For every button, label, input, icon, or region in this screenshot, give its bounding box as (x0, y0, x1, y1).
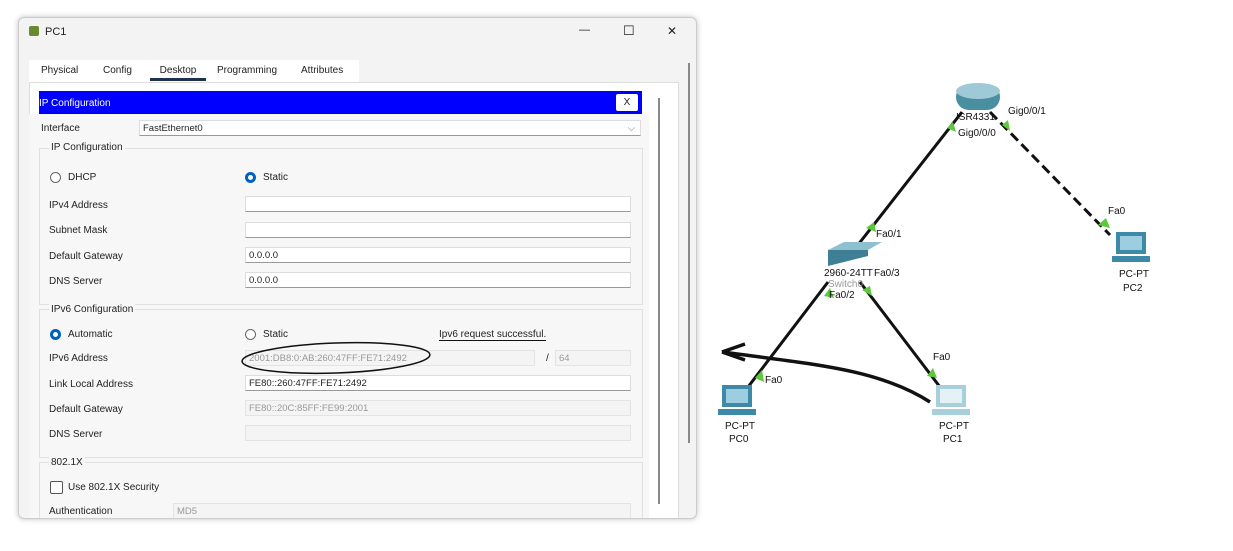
default-gateway-input[interactable]: 0.0.0.0 (245, 247, 631, 263)
link-router-pc2 (988, 110, 1112, 237)
router-icon (956, 83, 1000, 110)
window-title: PC1 (45, 26, 67, 38)
chevron-down-icon: ⌵ (627, 123, 635, 134)
hand-drawn-arrow (721, 342, 931, 404)
minimize-button[interactable]: — (579, 24, 590, 36)
pc1-icon (932, 385, 970, 415)
ipv6-status-text: Ipv6 request successful. (439, 329, 547, 341)
dot1x-group-label: 802.1X (49, 457, 85, 468)
ipv6-address-label: IPv6 Address (49, 353, 108, 364)
ipv6-group-label: IPv6 Configuration (49, 304, 136, 315)
pc0-port: Fa0 (765, 375, 783, 386)
tab-bar (29, 60, 359, 82)
link-local-label: Link Local Address (49, 379, 133, 390)
switch-port-fa01: Fa0/1 (876, 229, 902, 240)
close-button[interactable]: ✕ (667, 24, 678, 38)
authentication-label: Authentication (49, 506, 113, 517)
ip-config-title: IP Configuration (39, 98, 111, 109)
router-model: ISR4331 (956, 112, 995, 123)
pc1-type: PC-PT (939, 421, 969, 432)
use-8021x-checkbox[interactable] (50, 481, 63, 494)
link-switch-pc1 (858, 281, 942, 388)
subnet-mask-label: Subnet Mask (49, 225, 108, 236)
switch-port-fa03: Fa0/3 (874, 268, 900, 279)
pc0-type: PC-PT (725, 421, 755, 432)
app-icon (29, 26, 39, 36)
subnet-mask-input[interactable] (245, 222, 631, 238)
tab-config[interactable]: Config (103, 65, 132, 76)
ipv6-dns-input[interactable] (245, 425, 631, 441)
dhcp-radio[interactable] (50, 172, 61, 183)
router-port-gig000: Gig0/0/0 (958, 128, 996, 139)
pc2-port: Fa0 (1108, 206, 1126, 217)
ipv6-static-label: Static (263, 329, 289, 340)
pc0-icon (718, 385, 756, 415)
switch-icon (828, 242, 882, 266)
dns-server-label: DNS Server (49, 276, 103, 287)
static-radio[interactable] (245, 172, 256, 183)
tab-attributes[interactable]: Attributes (301, 65, 344, 76)
pc2-icon (1112, 232, 1150, 262)
link-switch-pc0 (746, 281, 830, 388)
ipv4-group-label: IP Configuration (49, 142, 125, 153)
interface-label: Interface (41, 123, 80, 134)
ipv6-gateway-label: Default Gateway (49, 404, 123, 415)
ipv6-gateway-input[interactable]: FE80::20C:85FF:FE99:2001 (245, 400, 631, 416)
link-local-input[interactable]: FE80::260:47FF:FE71:2492 (245, 375, 631, 391)
ipv6-prefix-input[interactable]: 64 (555, 350, 631, 366)
pc0-name: PC0 (729, 434, 749, 445)
ipv6-static-radio[interactable] (245, 329, 256, 340)
switch-port-fa02: Fa0/2 (829, 290, 855, 301)
ip-config-close-button[interactable]: X (616, 94, 638, 111)
tab-programming[interactable]: Programming (217, 65, 278, 76)
dns-server-input[interactable]: 0.0.0.0 (245, 272, 631, 288)
ipv6-dns-label: DNS Server (49, 429, 103, 440)
switch-model: 2960-24TT (824, 268, 873, 279)
switch-name: Switch0 (828, 279, 864, 290)
pc1-window: PC1 — ☐ ✕ Physical Config Desktop Progra… (18, 17, 697, 519)
link-router-switch (848, 111, 964, 256)
pc1-port: Fa0 (933, 352, 951, 363)
interface-select[interactable]: FastEthernet0⌵ (139, 120, 641, 136)
authentication-select[interactable]: MD5 (173, 503, 631, 518)
maximize-button[interactable]: ☐ (623, 23, 635, 38)
router-port-gig001: Gig0/0/1 (1008, 106, 1046, 117)
tab-physical[interactable]: Physical (41, 65, 79, 76)
outer-scrollbar[interactable] (688, 63, 690, 443)
use-8021x-label: Use 802.1X Security (68, 482, 160, 493)
ipv4-address-input[interactable] (245, 196, 631, 212)
pc1-name: PC1 (943, 434, 963, 445)
pc2-type: PC-PT (1119, 269, 1149, 280)
ipv6-address-input[interactable]: 2001:DB8:0:AB:260:47FF:FE71:2492 (245, 350, 535, 366)
hand-drawn-circle (241, 341, 431, 375)
dhcp-label: DHCP (68, 172, 97, 183)
pc2-name: PC2 (1123, 283, 1143, 294)
ip-config-header (39, 91, 642, 114)
static-label: Static (263, 172, 289, 183)
prefix-separator: / (546, 353, 549, 364)
tab-desktop[interactable]: Desktop (150, 63, 206, 81)
ipv4-address-label: IPv4 Address (49, 200, 108, 211)
ipv6-automatic-radio[interactable] (50, 329, 61, 340)
default-gateway-label: Default Gateway (49, 251, 123, 262)
inner-scrollbar[interactable] (658, 98, 660, 504)
ipv6-automatic-label: Automatic (68, 329, 113, 340)
